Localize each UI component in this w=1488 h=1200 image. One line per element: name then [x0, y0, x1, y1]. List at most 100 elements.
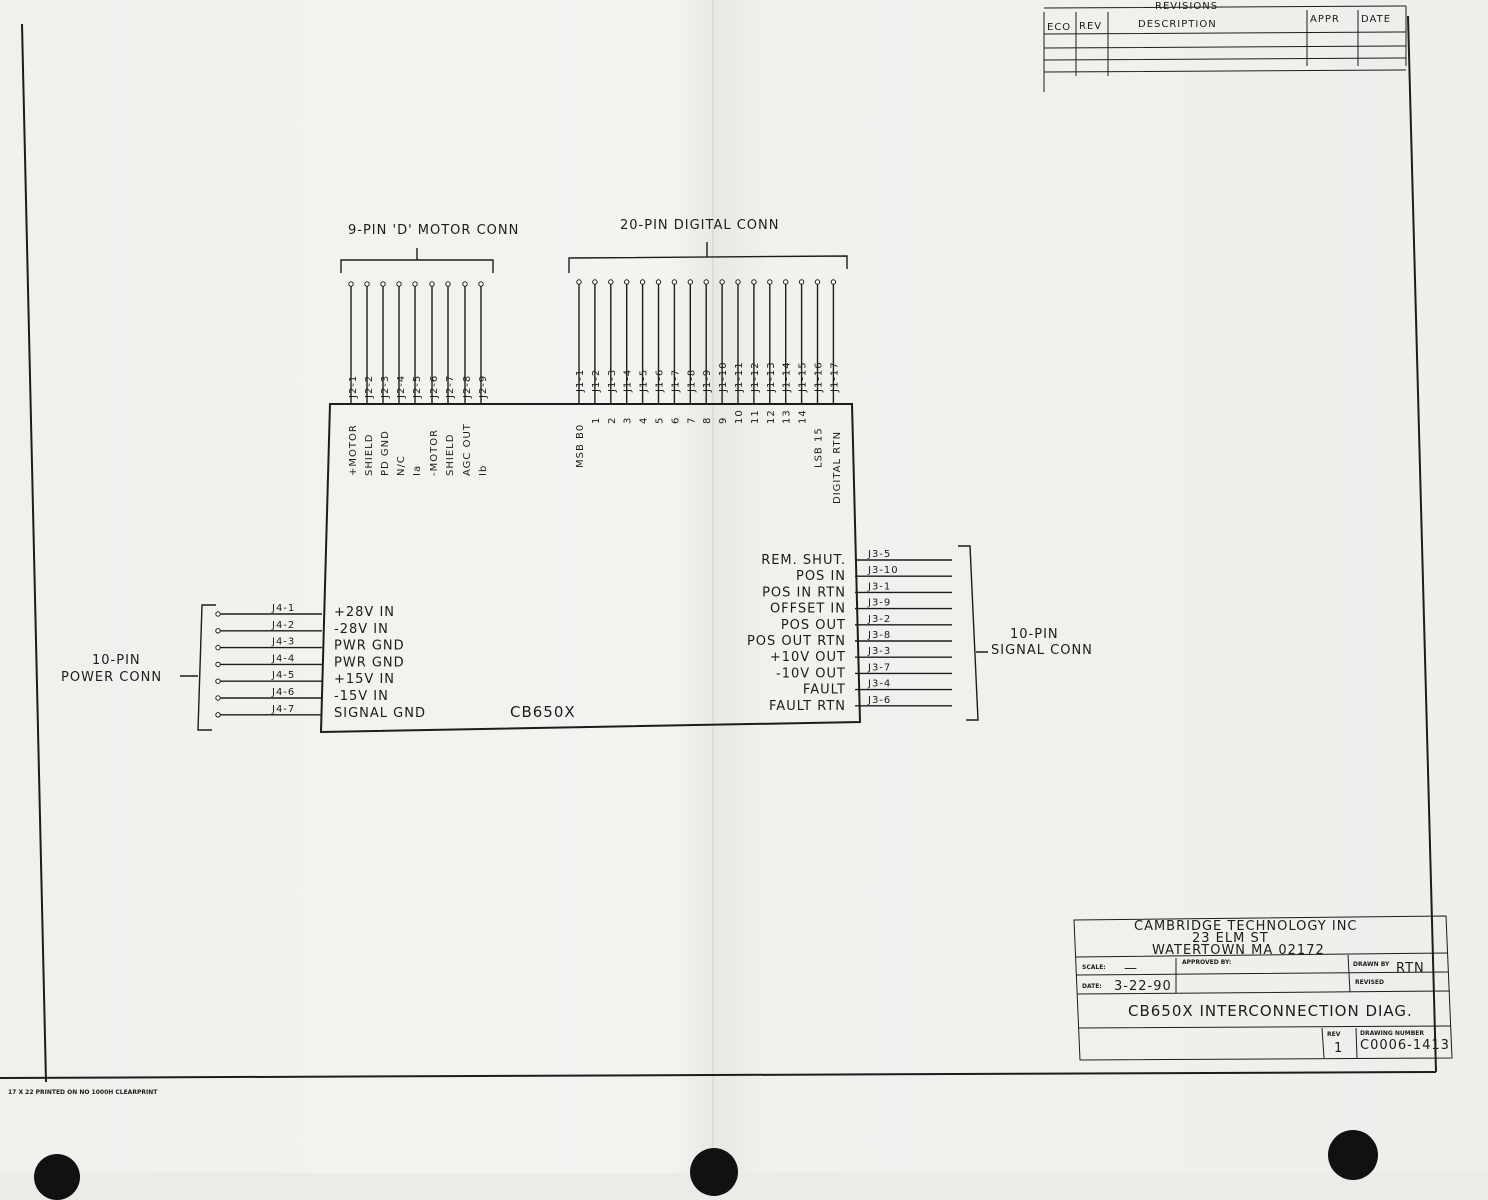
power-signal-label: +28V IN	[334, 605, 395, 620]
digital-pin-dot	[655, 279, 662, 285]
digital-signal-label: 12	[766, 409, 777, 424]
power-pin-label: J4-1	[271, 603, 295, 614]
motor-pin-dot	[412, 281, 418, 287]
rev-header-eco: ECO	[1047, 22, 1071, 33]
signal-pin-label: J3-7	[867, 662, 891, 673]
power-signal-label: SIGNAL GND	[334, 706, 426, 721]
motor-signal-label: Ia	[412, 465, 423, 476]
power-pin-label: J4-3	[271, 637, 295, 648]
sheet-border-bottom	[0, 1071, 1437, 1079]
motor-pin-dot	[478, 281, 484, 287]
power-signal-label: -28V IN	[334, 622, 389, 637]
digital-pin-dot	[639, 279, 646, 285]
digital-signal-label: 1	[591, 417, 602, 424]
power-signal-label: PWR GND	[334, 655, 405, 670]
digital-pin-label: J1-16	[814, 361, 825, 393]
signal-pin-label: J3-9	[867, 598, 891, 609]
binder-hole-right	[1328, 1130, 1378, 1180]
signal-signal-label: POS OUT RTN	[747, 634, 846, 649]
motor-pin-label: J2-4	[396, 375, 407, 399]
digital-pin-label: J1-2	[591, 369, 602, 393]
scale-label: SCALE:	[1082, 964, 1106, 971]
drawing-title: CB650X INTERCONNECTION DIAG.	[1128, 1002, 1413, 1020]
motor-pin-label: J2-5	[412, 375, 423, 399]
digital-pin-dot	[719, 279, 725, 285]
signal-signal-label: OFFSET IN	[770, 602, 846, 617]
approved-label: APPROVED BY:	[1182, 959, 1231, 966]
digital-pin-label: J1-4	[623, 369, 634, 393]
motor-pin-label: J2-1	[348, 375, 359, 399]
digital-pin-dot	[798, 279, 805, 285]
signal-pin-label: J3-2	[867, 614, 891, 625]
signal-pin-label: J3-3	[867, 646, 891, 657]
digital-pin-dot	[814, 279, 821, 285]
digital-pin-dot	[830, 279, 837, 285]
digital-signal-label: 11	[750, 409, 761, 424]
digital-signal-label: LSB 15	[814, 427, 825, 468]
revisions-table: REVISIONS ECO REV DESCRIPTION APPR DATE	[1043, 1, 1407, 92]
motor-signal-label: PD GND	[380, 430, 391, 476]
digital-pin-dot	[783, 279, 789, 285]
motor-conn-bracket	[340, 248, 494, 273]
power-pin-label: J4-2	[271, 620, 295, 631]
paper-fold	[712, 0, 714, 1173]
digital-pin-label: J1-10	[718, 361, 729, 393]
signal-pin-label: J3-6	[867, 695, 891, 706]
signal-signal-label: POS IN RTN	[762, 585, 846, 600]
schematic-drawing: 17 X 22 PRINTED ON NO 1000H CLEARPRINT R…	[0, 1, 1453, 1096]
company-city: WATERTOWN MA 02172	[1152, 943, 1325, 958]
digital-pin-label: J1-17	[829, 361, 840, 393]
signal-signal-label: +10V OUT	[770, 650, 846, 665]
power-pin-dot	[215, 628, 221, 634]
footer-note: 17 X 22 PRINTED ON NO 1000H CLEARPRINT	[8, 1089, 158, 1096]
sheet-border-right	[1407, 15, 1437, 1073]
motor-signal-label: +MOTOR	[348, 424, 359, 476]
binder-hole-left	[34, 1154, 80, 1200]
motor-pin-label: J2-8	[462, 375, 473, 399]
digital-signal-label: DIGITAL RTN	[832, 431, 843, 504]
power-pin-label: J4-7	[271, 704, 295, 715]
digital-pin-label: J1-1	[575, 369, 586, 393]
motor-pin-label: J2-7	[445, 375, 456, 399]
motor-pin-label: J2-6	[429, 375, 440, 399]
motor-pin-label: J2-9	[478, 375, 489, 399]
company-street: 23 ELM ST	[1192, 931, 1269, 946]
power-pin-dot	[215, 712, 221, 718]
rev-value: 1	[1334, 1041, 1343, 1056]
digital-signal-label: 13	[782, 409, 793, 424]
motor-pin-dot	[380, 281, 386, 287]
motor-signal-label: -MOTOR	[429, 429, 440, 476]
digital-signal-label: 10	[734, 409, 745, 424]
module-name: CB650X	[510, 703, 576, 721]
rev-header-appr: APPR	[1310, 14, 1340, 25]
power-pin-dot	[215, 661, 221, 668]
motor-signal-label: N/C	[396, 455, 407, 476]
signal-conn-title-line2: SIGNAL CONN	[991, 643, 1093, 658]
scale-value: —	[1124, 961, 1138, 976]
signal-conn-title-line1: 10-PIN	[1010, 627, 1059, 642]
digital-pin-dot	[751, 279, 757, 285]
motor-conn-title: 9-PIN 'D' MOTOR CONN	[348, 223, 519, 238]
digital-signal-label: 2	[607, 417, 618, 424]
module-box	[319, 403, 862, 734]
digital-pin-dot	[687, 279, 693, 285]
digital-signal-label: 9	[718, 417, 729, 424]
signal-signal-label: REM. SHUT.	[761, 553, 846, 568]
rev-header-description: DESCRIPTION	[1138, 19, 1217, 30]
signal-signal-label: FAULT	[803, 683, 846, 698]
digital-pin-dot	[624, 279, 630, 285]
date-value: 3-22-90	[1114, 979, 1172, 994]
digital-pin-label: J1-5	[639, 369, 650, 393]
digital-signal-label: 3	[623, 417, 634, 424]
motor-pin-dot	[364, 281, 370, 287]
motor-pin-dot	[445, 281, 451, 287]
motor-signal-label: AGC OUT	[462, 423, 473, 476]
digital-pin-dot	[576, 279, 582, 285]
date-label: DATE:	[1082, 983, 1102, 990]
signal-signal-label: POS IN	[796, 569, 846, 584]
motor-signal-label: Ib	[478, 465, 489, 476]
signal-pin-label: J3-1	[867, 581, 891, 592]
motor-pin-dot	[462, 281, 468, 287]
company-name: CAMBRIDGE TECHNOLOGY INC	[1134, 919, 1358, 934]
digital-pin-dot	[703, 279, 709, 285]
